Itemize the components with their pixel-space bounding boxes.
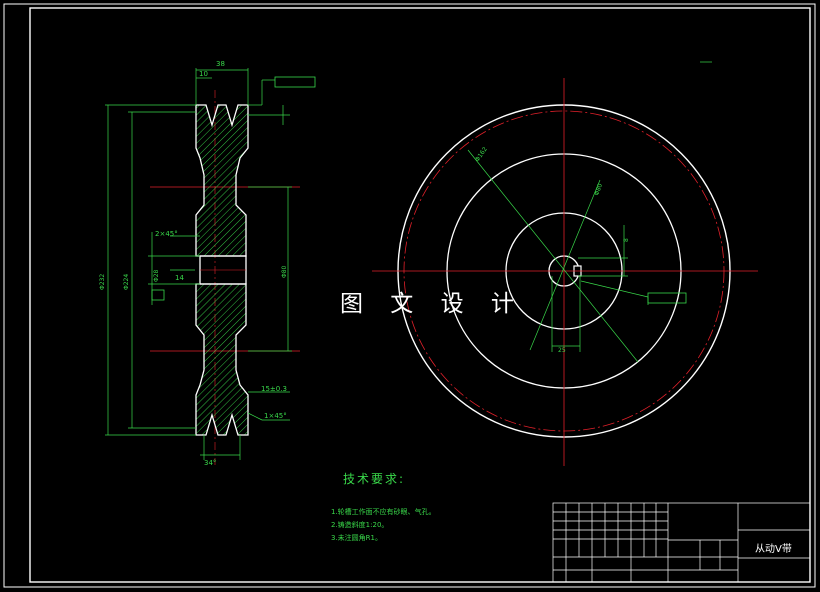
dim-web-dia-front: Φ80 xyxy=(593,183,604,197)
dim-bead: 14 xyxy=(175,274,184,282)
drawing-name: 从动V带 xyxy=(755,544,792,555)
dim-groove-offset: 10 xyxy=(199,70,208,78)
dim-pitch-dia: Φ224 xyxy=(123,274,130,290)
sheet-outer-border xyxy=(3,3,816,588)
sheet-frame xyxy=(29,7,811,583)
section-vertical-texts: Φ232 Φ224 Φ28 Φ80 xyxy=(99,265,288,290)
dim-groove-angle: 34° xyxy=(204,459,216,467)
front-dimensions xyxy=(467,61,712,363)
watermark-text: 图 文 设 计 xyxy=(340,291,524,317)
dim-hub-dia: Φ162 xyxy=(474,146,489,163)
runout-frame-top xyxy=(274,76,316,88)
dim-key-depth: 8 xyxy=(623,238,630,242)
lower-section-hatched xyxy=(195,283,249,436)
dim-outer-dia: Φ232 xyxy=(99,274,106,290)
dim-chamfer: 2×45° xyxy=(155,230,178,238)
section-view: 38 10 2×45° 15±0.3 1×45° 34° 14 Φ232 Φ22… xyxy=(99,60,316,467)
upper-section-hatched xyxy=(195,104,249,257)
front-view: Φ162 Φ80 8 25 xyxy=(372,61,758,466)
tech-requirements-title: 技术要求: xyxy=(343,472,406,486)
symmetry-frame xyxy=(647,292,687,304)
dim-small-chamfer: 1×45° xyxy=(264,412,287,420)
title-block xyxy=(552,502,811,583)
dim-key-width: 25 xyxy=(558,347,566,354)
tech-note-3: 3.未注圆角R1。 xyxy=(331,534,382,542)
section-dimensions xyxy=(105,68,292,460)
dim-hub-width: 38 xyxy=(216,60,225,68)
dim-groove-pitch: 15±0.3 xyxy=(261,385,287,393)
section-dim-texts: 38 10 2×45° 15±0.3 1×45° 34° 14 xyxy=(155,60,287,467)
dim-web-dia: Φ80 xyxy=(281,265,288,278)
datum-a-frame xyxy=(151,289,165,301)
dim-bore-dia: Φ28 xyxy=(153,269,160,282)
tech-note-1: 1.轮槽工作面不应有砂眼、气孔。 xyxy=(331,508,436,516)
tech-note-2: 2.铸造斜度1:20。 xyxy=(331,521,389,529)
